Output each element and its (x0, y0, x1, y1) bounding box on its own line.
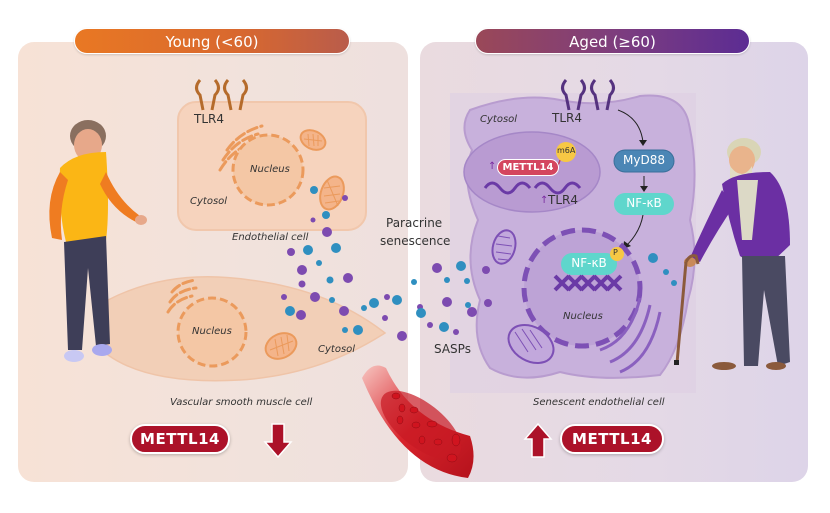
sasp-particle-purple (287, 248, 295, 256)
sasp-particle-purple (339, 306, 349, 316)
sasp-particle-blue (456, 261, 466, 271)
arrow-up-icon (523, 422, 553, 458)
young-endothelial-cytosol-label: Cytosol (190, 196, 228, 207)
sasp-particle-purple (298, 280, 306, 288)
sasp-particle-blue (331, 243, 341, 253)
myd88-node (613, 149, 675, 173)
tlr4-upregulated-label: TLR4 (548, 193, 578, 207)
mitochondrion-icon (491, 229, 517, 265)
nfkb-label: NF-κB (626, 196, 662, 210)
nuclear-nfkb-label: NF-κB (571, 256, 607, 270)
sasp-particle-blue (322, 211, 330, 219)
er-icon (599, 297, 662, 374)
aged-person-figure (674, 138, 790, 370)
sasp-particle-purple (343, 273, 353, 283)
young-header: Young (<60) (74, 28, 350, 54)
young-tlr4-label: TLR4 (194, 112, 224, 126)
nuclear-nfkb-node (561, 253, 617, 275)
red-blood-cell-icon (391, 392, 461, 463)
sasp-particle-blue (326, 276, 334, 284)
paracrine-label-line1: Paracrine (386, 216, 443, 230)
sasp-particle-purple (297, 265, 307, 275)
mitochondrion-icon (299, 129, 327, 151)
sasp-particle-blue (663, 269, 669, 275)
aged-cytosol-label: Cytosol (480, 114, 518, 125)
sasp-particle-blue (465, 302, 471, 308)
sasp-particle-purple (397, 331, 407, 341)
senescent-cell-caption: Senescent endothelial cell (533, 397, 665, 408)
sasp-particle-purple (427, 322, 433, 328)
phospho-label: P (613, 248, 618, 257)
sasp-particle-blue (342, 327, 348, 333)
nucleus-icon (176, 296, 248, 368)
smc-caption: Vascular smooth muscle cell (170, 397, 313, 408)
sasp-particle-blue (411, 279, 417, 285)
sasp-particle-blue (303, 245, 313, 255)
sasp-particle-blue (316, 260, 322, 266)
sasp-particle-purple (296, 310, 306, 320)
aged-header: Aged (≥60) (475, 28, 750, 54)
sasp-particle-purple (432, 263, 442, 273)
nfkb-node (614, 193, 674, 215)
m6a-icon (556, 142, 576, 162)
aged-nucleus-label: Nucleus (563, 311, 603, 322)
mettl14-node: METTL14 (497, 159, 559, 176)
sasp-particle-blue (464, 278, 470, 284)
young-person-figure (49, 120, 147, 362)
sasp-particle-purple (382, 315, 388, 321)
dna-icon (553, 274, 623, 292)
sasp-particle-blue (444, 277, 450, 283)
sasp-particle-purple (467, 307, 477, 317)
sasp-particle-purple (453, 329, 459, 335)
myd88-label: MyD88 (623, 153, 665, 167)
sasp-particle-purple (281, 294, 287, 300)
sasp-particle-blue (369, 298, 379, 308)
up-arrow-icon: ↑ (540, 195, 549, 206)
up-arrow-icon: ↑ (488, 161, 497, 172)
m6a-label: m6A (557, 146, 576, 155)
aged-mettl14-badge: METTL14 (560, 424, 664, 454)
tlr4-receptor-icon (195, 79, 248, 111)
arrow-icon (617, 109, 644, 143)
smc-cytosol-label: Cytosol (318, 344, 356, 355)
sasp-particle-blue (439, 322, 449, 332)
sasp-particle-purple (442, 297, 452, 307)
smc-nucleus-label: Nucleus (192, 326, 232, 337)
young-endothelial-nucleus-label: Nucleus (250, 164, 290, 175)
phospho-icon (610, 247, 624, 261)
sasp-particle-blue (392, 295, 402, 305)
mrna-icon (483, 181, 582, 195)
young-mettl14-badge: METTL14 (130, 424, 230, 454)
arrow-icon (626, 214, 644, 246)
sasp-particle-blue (416, 308, 426, 318)
aged-tlr4-label: TLR4 (552, 111, 582, 125)
sasp-particle-blue (310, 186, 318, 194)
tlr4-receptor-icon (561, 79, 615, 111)
sasps-label: SASPs (434, 342, 471, 356)
sasp-particle-blue (353, 325, 363, 335)
mitochondrion-icon (507, 324, 555, 364)
sasp-particle-purple (384, 294, 390, 300)
sasp-particle-blue (361, 305, 367, 311)
sasp-particle-purple (342, 195, 348, 201)
sasp-particle-purple (310, 217, 316, 223)
arrow-down-icon (263, 423, 293, 459)
nucleus-icon (231, 133, 305, 207)
er-icon (166, 278, 198, 314)
mitochondrion-icon (264, 332, 298, 360)
sasp-particle-purple (484, 299, 492, 307)
endothelial-cell-caption: Endothelial cell (232, 232, 309, 243)
sasp-particle-purple (310, 292, 320, 302)
sasp-particle-blue (329, 297, 335, 303)
sasp-particle-blue (285, 306, 295, 316)
sasp-particle-purple (482, 266, 490, 274)
sasp-particle-purple (322, 227, 332, 237)
paracrine-label-line2: senescence (380, 234, 451, 248)
sasp-particle-blue (648, 253, 658, 263)
sasp-particle-blue (671, 280, 677, 286)
